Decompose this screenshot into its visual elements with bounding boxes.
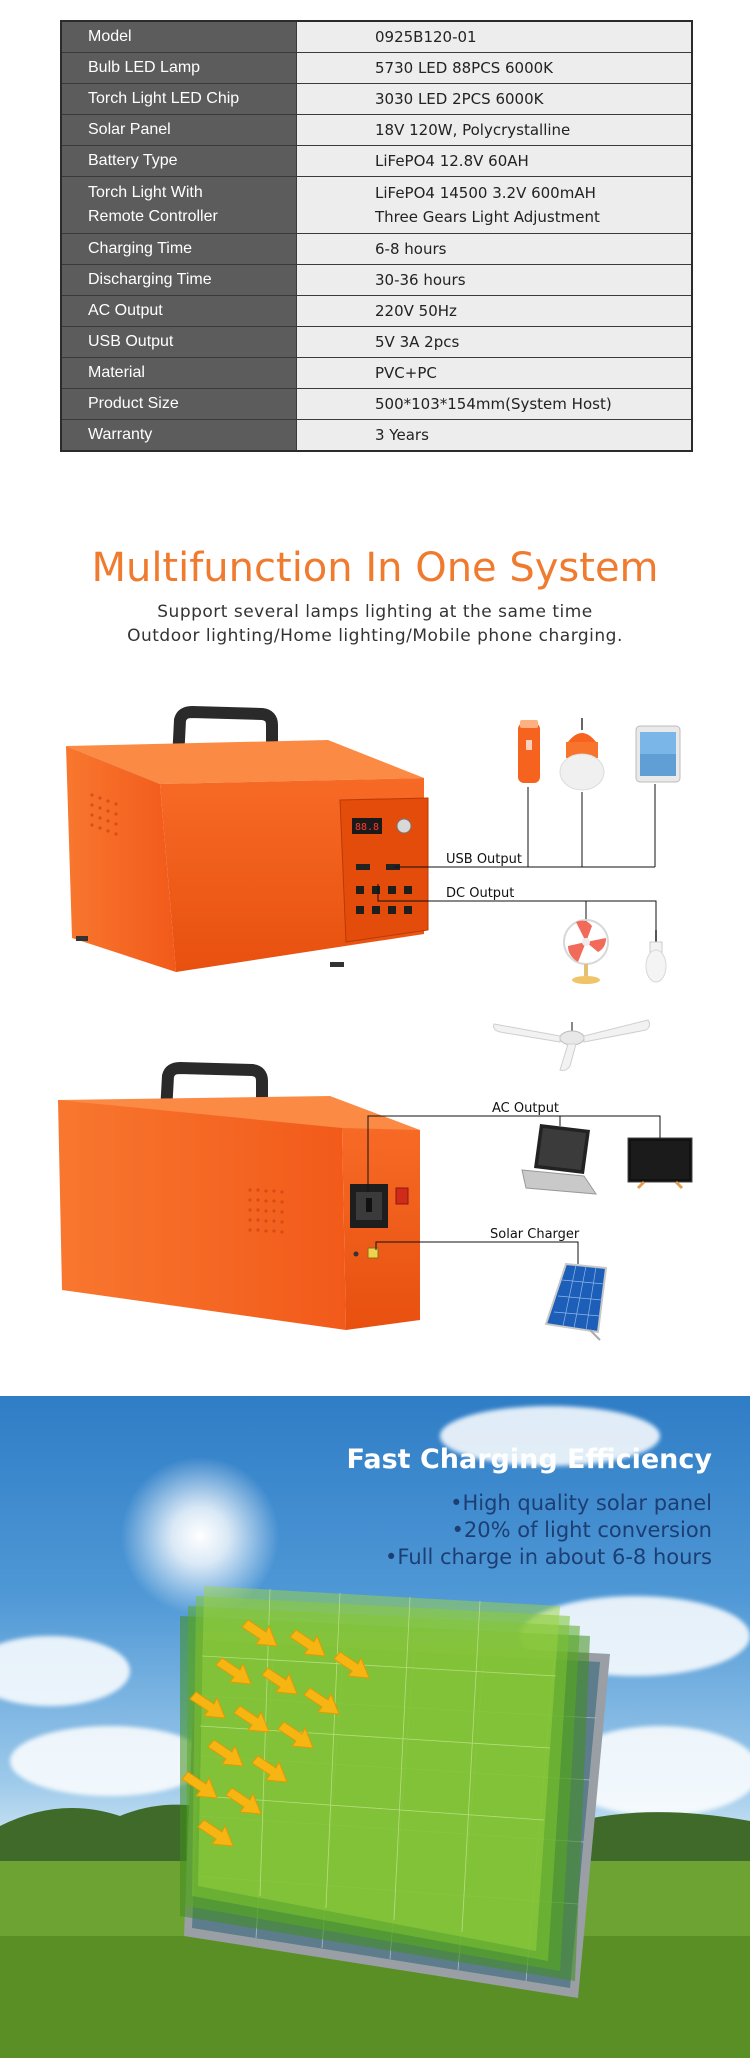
spec-key: Solar Panel (60, 114, 297, 146)
solar-generator-front-view: 88.8 (66, 706, 429, 972)
spec-value: 5730 LED 88PCS 6000K (296, 52, 693, 84)
spec-value: LiFePO4 12.8V 60AH (296, 145, 693, 177)
television-icon (627, 1137, 693, 1190)
multifunction-title: Multifunction In One System (91, 545, 659, 591)
multifunction-subtitle-2: Outdoor lighting/Home lighting/Mobile ph… (127, 626, 623, 646)
spec-key: Model (60, 20, 297, 53)
cloud (10, 1726, 210, 1796)
spec-key: USB Output (60, 326, 297, 358)
multifunction-subtitle-1: Support several lamps lighting at the sa… (157, 602, 593, 622)
spec-value: 6-8 hours (296, 233, 693, 265)
hanging-bulb-icon (645, 930, 667, 983)
cloud (440, 1406, 660, 1466)
spec-value: 0925B120-01 (296, 20, 693, 53)
spec-key: AC Output (60, 295, 297, 327)
spec-value: 18V 120W, Polycrystalline (296, 114, 693, 146)
solar-generator-side-view (58, 1062, 420, 1330)
fast-charging-bullets: •High quality solar panel •20% of light … (385, 1490, 712, 1571)
tablet-icon (635, 725, 681, 783)
usb-output-label: USB Output (446, 852, 522, 867)
cloud (0, 1636, 130, 1706)
ac-output-label: AC Output (492, 1101, 560, 1116)
torch-light-icon (518, 720, 540, 783)
spec-value: PVC+PC (296, 357, 693, 389)
bullet-item: •20% of light conversion (451, 1518, 713, 1542)
spec-value: 5V 3A 2pcs (296, 326, 693, 358)
display-reading: 88.8 (355, 822, 379, 833)
spec-key: Battery Type (60, 145, 297, 177)
spec-key: Bulb LED Lamp (60, 52, 297, 84)
solar-panel-icon (544, 1262, 608, 1341)
bulb-lamp-icon (559, 718, 605, 791)
diagram-graphics: 88.8 (58, 706, 693, 1341)
spec-key: Discharging Time (60, 264, 297, 296)
desk-fan-icon (563, 919, 609, 984)
bullet-item: •Full charge in about 6-8 hours (385, 1545, 712, 1569)
spec-value: LiFePO4 14500 3.2V 600mAH Three Gears Li… (296, 176, 693, 234)
spec-key: Torch Light With Remote Controller (60, 176, 297, 234)
ceiling-fan-icon (493, 1019, 651, 1071)
spec-value: 30-36 hours (296, 264, 693, 296)
spec-value: 220V 50Hz (296, 295, 693, 327)
spec-key: Product Size (60, 388, 297, 420)
solar-panel-graphic (0, 1586, 750, 2058)
solar-charger-label: Solar Charger (490, 1227, 580, 1242)
laptop-icon (521, 1124, 597, 1195)
spec-key: Charging Time (60, 233, 297, 265)
spec-value: 3030 LED 2PCS 6000K (296, 83, 693, 115)
connection-diagram: 88.8 (0, 680, 750, 1360)
fast-charging-banner: Fast Charging Efficiency •High quality s… (0, 1396, 750, 2058)
dc-output-label: DC Output (446, 886, 515, 901)
sun-ray-arrows (181, 1619, 370, 1847)
spec-key: Torch Light LED Chip (60, 83, 297, 115)
spec-value: 3 Years (296, 419, 693, 452)
bullet-item: •High quality solar panel (450, 1491, 712, 1515)
spec-key: Material (60, 357, 297, 389)
fast-charging-title: Fast Charging Efficiency (346, 1444, 712, 1475)
spec-value: 500*103*154mm(System Host) (296, 388, 693, 420)
spec-key: Warranty (60, 419, 297, 452)
